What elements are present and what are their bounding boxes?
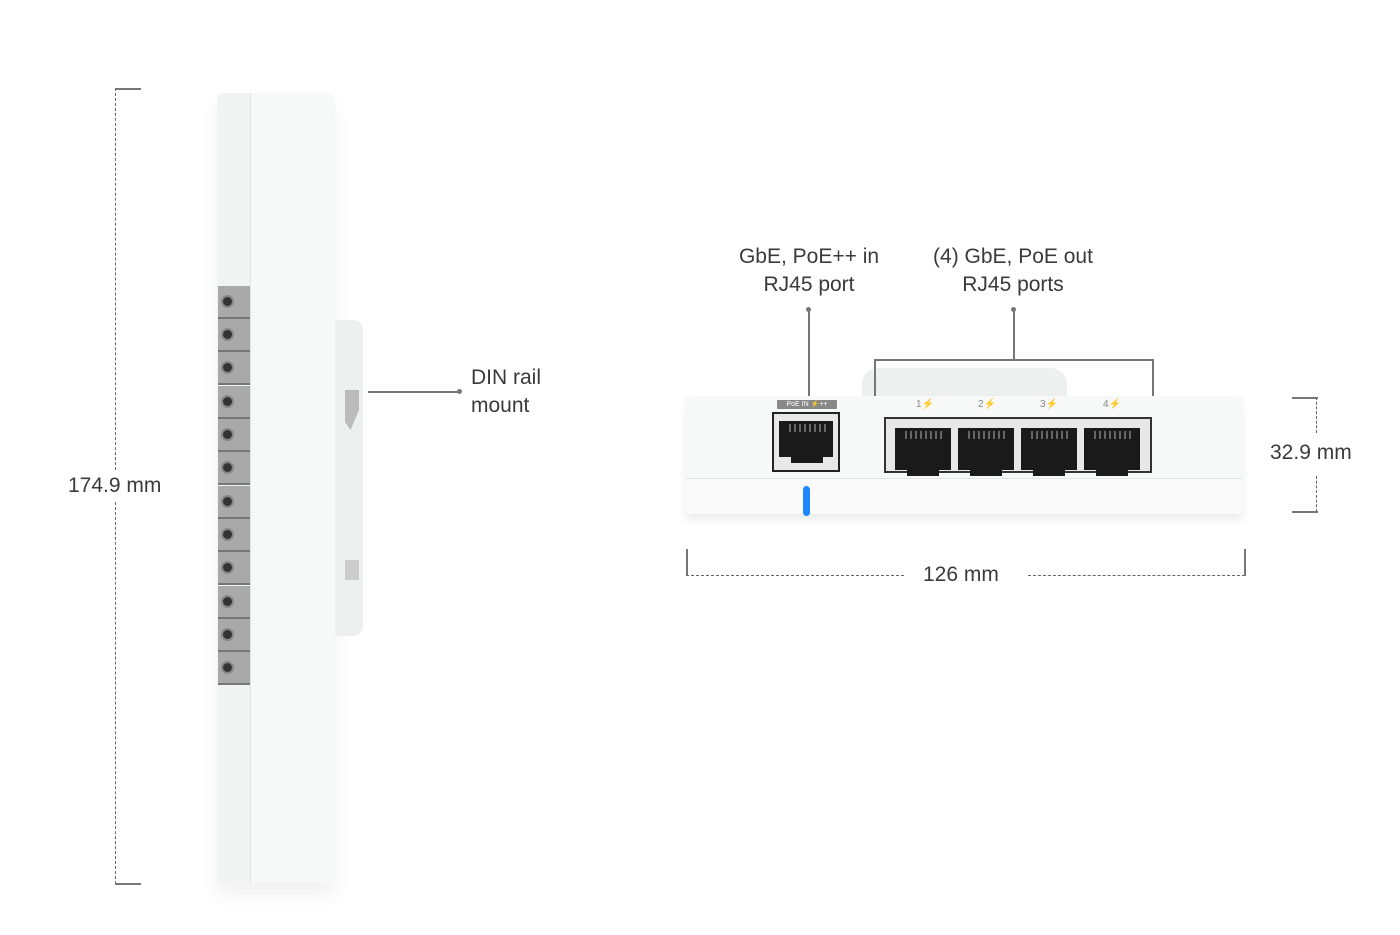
poe-out-callout-line1: (4) GbE, PoE out xyxy=(933,245,1093,268)
terminal-slot xyxy=(218,386,250,419)
height-dimension-tick-top xyxy=(115,88,141,90)
terminal-slot xyxy=(218,486,250,519)
terminal-slot xyxy=(218,452,250,485)
height-dimension-tick-bottom xyxy=(115,883,141,885)
terminal-slot xyxy=(218,652,250,685)
port-label-3: 3⚡ xyxy=(1040,399,1059,410)
width-dimension-line-right xyxy=(1028,575,1245,576)
body-seam xyxy=(686,478,1242,479)
screw-icon xyxy=(223,530,232,539)
leader-dot xyxy=(1011,307,1016,312)
poe-out-rj45-port-4[interactable] xyxy=(1084,428,1140,476)
screw-icon xyxy=(223,463,232,472)
terminal-slot xyxy=(218,552,250,585)
poe-out-bracket-right xyxy=(1152,359,1154,405)
depth-dimension-line-bottom xyxy=(1316,476,1317,512)
width-dimension-label: 126 mm xyxy=(923,563,999,586)
din-rail-leader-line xyxy=(368,391,460,393)
poe-out-callout: (4) GbE, PoE out RJ45 ports xyxy=(910,243,1116,299)
width-dimension-tick-right xyxy=(1244,549,1246,576)
terminal-slot xyxy=(218,519,250,552)
terminal-slot xyxy=(218,619,250,652)
screw-icon xyxy=(223,597,232,606)
din-rail-latch-lower xyxy=(345,560,359,580)
screw-icon xyxy=(223,630,232,639)
screw-icon xyxy=(223,330,232,339)
width-dimension-line-left xyxy=(686,575,904,576)
terminal-slot xyxy=(218,419,250,452)
poe-out-bracket xyxy=(874,359,1154,361)
depth-dimension-tick-bottom xyxy=(1292,511,1318,513)
status-led xyxy=(803,486,810,516)
poe-in-callout-line2: RJ45 port xyxy=(763,273,855,296)
screw-icon xyxy=(223,497,232,506)
poe-in-leader-line xyxy=(808,310,810,398)
screw-icon xyxy=(223,563,232,572)
din-rail-label-line1: DIN rail xyxy=(471,366,542,389)
port-label-4: 4⚡ xyxy=(1103,399,1122,410)
height-dimension-label: 174.9 mm xyxy=(66,472,164,500)
terminal-slot xyxy=(218,352,250,385)
poe-out-leader-line xyxy=(1013,310,1015,360)
poe-in-callout: GbE, PoE++ in RJ45 port xyxy=(716,243,902,299)
leader-dot xyxy=(806,307,811,312)
terminal-slot xyxy=(218,586,250,619)
screw-icon xyxy=(223,397,232,406)
screw-icon xyxy=(223,363,232,372)
screw-icon xyxy=(223,663,232,672)
depth-dimension-label: 32.9 mm xyxy=(1270,441,1352,464)
depth-dimension-tick-top xyxy=(1292,397,1318,399)
leader-dot xyxy=(457,389,462,394)
width-dimension-tick-left xyxy=(686,549,688,576)
poe-out-rj45-port-2[interactable] xyxy=(958,428,1014,476)
poe-in-callout-line1: GbE, PoE++ in xyxy=(738,245,880,268)
terminal-slot xyxy=(218,319,250,352)
port-label-1: 1⚡ xyxy=(916,399,935,410)
depth-dimension-line-top xyxy=(1316,397,1317,433)
port-label-2: 2⚡ xyxy=(978,399,997,410)
din-rail-label-line2: mount xyxy=(471,394,530,417)
screw-icon xyxy=(223,297,232,306)
poe-out-rj45-port-3[interactable] xyxy=(1021,428,1077,476)
din-rail-clip xyxy=(335,320,363,636)
poe-out-callout-line2: RJ45 ports xyxy=(962,273,1064,296)
poe-in-badge: PoE IN ⚡++ xyxy=(777,400,837,409)
poe-out-rj45-port-1[interactable] xyxy=(895,428,951,476)
poe-out-bracket-left xyxy=(874,359,876,405)
din-rail-label: DIN rail mount xyxy=(471,364,541,420)
terminal-slot xyxy=(218,286,250,319)
screw-icon xyxy=(223,430,232,439)
poe-in-rj45-port[interactable] xyxy=(779,421,833,463)
